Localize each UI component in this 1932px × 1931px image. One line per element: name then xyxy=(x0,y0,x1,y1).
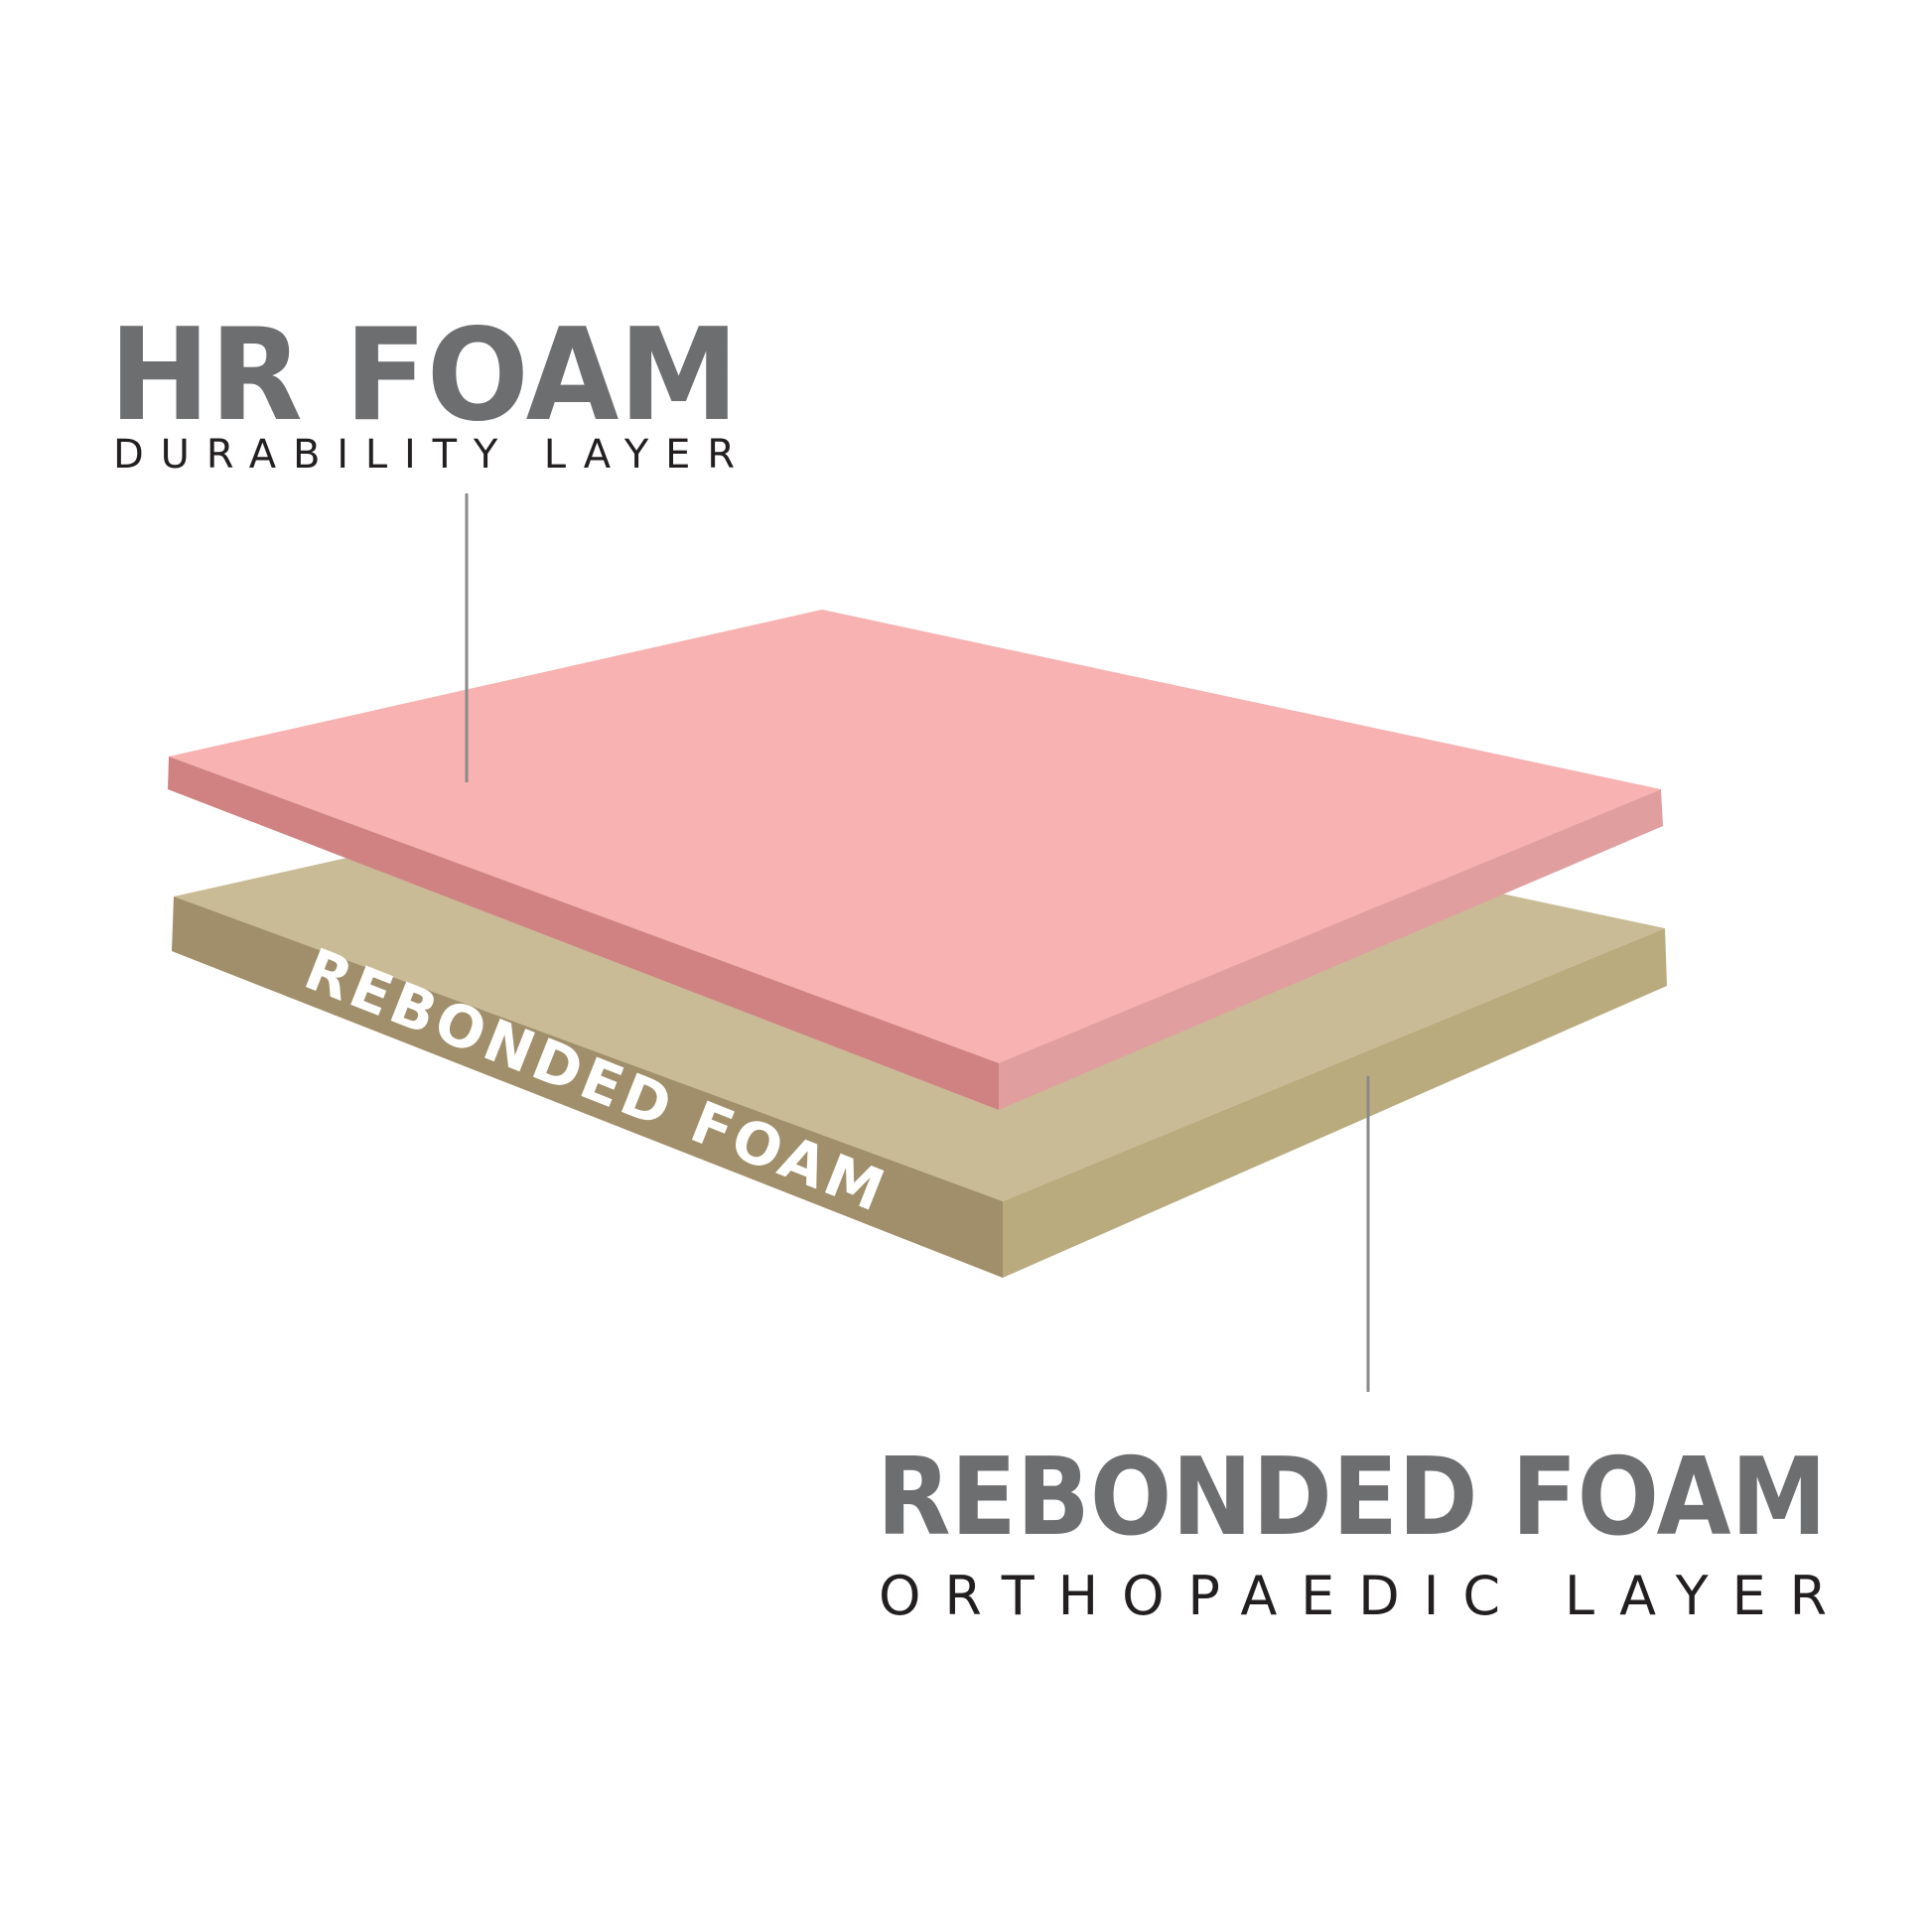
rebonded-foam-right-face xyxy=(1003,928,1667,1278)
hr-foam-top-face xyxy=(169,610,1661,1063)
rebonded-foam-left-face xyxy=(172,897,1003,1278)
rebonded-foam-callout: REBONDED FOAM ORTHOPAEDIC LAYER xyxy=(877,1436,1827,1627)
hr-foam-right-face xyxy=(999,789,1663,1110)
hr-foam-left-face xyxy=(168,757,999,1110)
hr-foam-callout: HR FOAM DURABILITY LAYER xyxy=(109,302,739,478)
hr-foam-slab xyxy=(168,610,1663,1110)
hr-foam-title: HR FOAM xyxy=(109,302,739,450)
rebonded-foam-subtitle: ORTHOPAEDIC LAYER xyxy=(879,1565,1827,1627)
rebonded-foam-title: REBONDED FOAM xyxy=(877,1436,1827,1560)
